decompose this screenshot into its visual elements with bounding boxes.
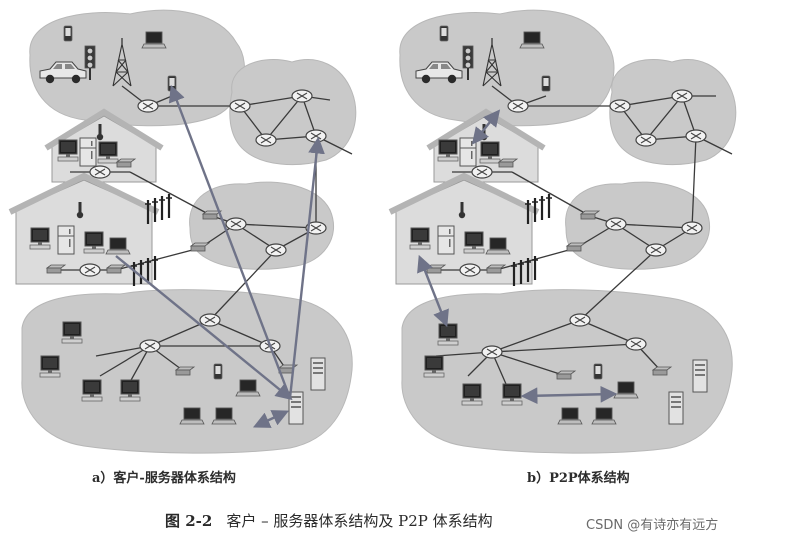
router bbox=[625, 337, 647, 351]
phone-icon bbox=[593, 363, 603, 380]
pc-icon bbox=[501, 383, 523, 406]
router bbox=[255, 133, 277, 147]
pc-icon bbox=[437, 323, 459, 346]
cloud-global-isp bbox=[609, 59, 737, 166]
phone-icon bbox=[541, 75, 551, 92]
laptop-icon bbox=[485, 237, 511, 255]
router bbox=[645, 243, 667, 257]
appliance-icon bbox=[57, 225, 75, 255]
p2p-arrows bbox=[417, 109, 618, 405]
router bbox=[137, 99, 159, 113]
router bbox=[671, 89, 693, 103]
server-icon bbox=[668, 391, 684, 425]
pc-icon bbox=[409, 227, 431, 250]
panel-a-client-server bbox=[8, 9, 357, 454]
laptop-icon bbox=[141, 31, 167, 49]
pc-icon bbox=[61, 321, 83, 344]
phone-icon bbox=[63, 25, 73, 42]
router bbox=[79, 263, 101, 277]
router bbox=[507, 99, 529, 113]
router bbox=[481, 345, 503, 359]
router bbox=[291, 89, 313, 103]
figure-caption-text: 客户 – 服务器体系结构及 P2P 体系结构 bbox=[226, 512, 493, 530]
pc-icon bbox=[57, 139, 79, 162]
router bbox=[265, 243, 287, 257]
router bbox=[199, 313, 221, 327]
caption-panel-b: b）P2P体系结构 bbox=[527, 471, 630, 486]
server-icon bbox=[692, 359, 708, 393]
server-icon bbox=[310, 357, 326, 391]
appliance-icon bbox=[437, 225, 455, 255]
figure-number: 图 2-2 bbox=[165, 512, 213, 530]
cloud-global-isp bbox=[229, 59, 357, 166]
pc-icon bbox=[81, 379, 103, 402]
phone-icon bbox=[439, 25, 449, 42]
pc-icon bbox=[463, 231, 485, 254]
pc-icon bbox=[29, 227, 51, 250]
laptop-icon bbox=[557, 407, 583, 425]
pc-icon bbox=[437, 139, 459, 162]
router bbox=[139, 339, 161, 353]
client-server-arrows bbox=[115, 84, 325, 428]
router bbox=[569, 313, 591, 327]
pc-icon bbox=[461, 383, 483, 406]
pc-icon bbox=[479, 141, 501, 164]
phone-icon bbox=[213, 363, 223, 380]
appliance-icon bbox=[459, 137, 477, 167]
router bbox=[225, 217, 247, 231]
laptop-icon bbox=[591, 407, 617, 425]
pc-icon bbox=[39, 355, 61, 378]
router bbox=[605, 217, 627, 231]
router bbox=[471, 165, 493, 179]
laptop-icon bbox=[519, 31, 545, 49]
router bbox=[681, 221, 703, 235]
router bbox=[89, 165, 111, 179]
appliance-icon bbox=[79, 137, 97, 167]
caption-panel-a: a）客户-服务器体系结构 bbox=[92, 471, 236, 486]
pc-icon bbox=[119, 379, 141, 402]
router bbox=[305, 129, 327, 143]
laptop-icon bbox=[179, 407, 205, 425]
pc-icon bbox=[83, 231, 105, 254]
router bbox=[635, 133, 657, 147]
figure-caption: 图 2-2 客户 – 服务器体系结构及 P2P 体系结构 bbox=[165, 510, 493, 531]
laptop-icon bbox=[105, 237, 131, 255]
laptop-icon bbox=[235, 379, 261, 397]
panel-b-p2p bbox=[388, 9, 737, 454]
laptop-icon bbox=[613, 381, 639, 399]
router bbox=[229, 99, 251, 113]
pc-icon bbox=[97, 141, 119, 164]
watermark: CSDN @有诗亦有远方 bbox=[586, 518, 719, 533]
router bbox=[609, 99, 631, 113]
laptop-icon bbox=[211, 407, 237, 425]
router bbox=[685, 129, 707, 143]
router bbox=[459, 263, 481, 277]
pc-icon bbox=[423, 355, 445, 378]
